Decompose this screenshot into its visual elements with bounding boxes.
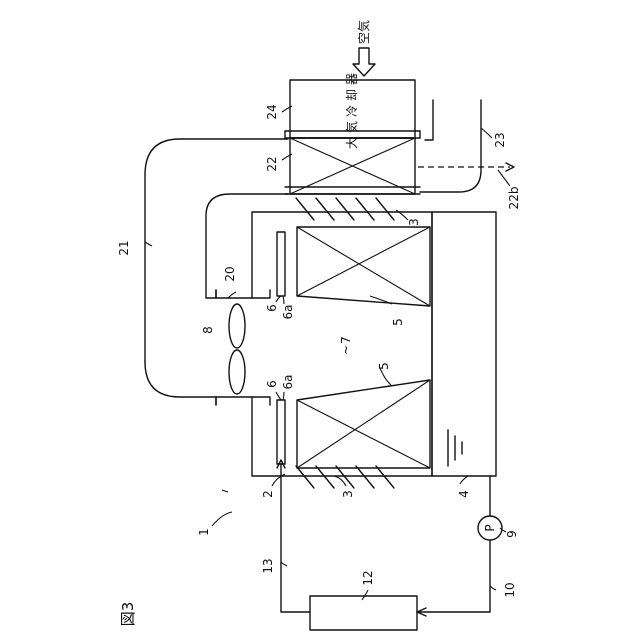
- callout-outlet-pipe-text: 23: [493, 132, 507, 147]
- cooler-label-text: 大気冷却器: [344, 69, 359, 149]
- callout-supply-pipe: 13: [261, 558, 275, 573]
- louver-top: [296, 198, 394, 220]
- callout-atmospheric-cooler-text: 24: [265, 104, 279, 119]
- callout-spray-bottom: 6: [265, 380, 279, 388]
- callout-outlet-text: 22b: [507, 187, 521, 210]
- callout-load-text: 12: [361, 570, 375, 585]
- callout-casing-text: 2: [261, 490, 275, 498]
- callout-casing: 2: [261, 490, 275, 498]
- callout-load: 12: [361, 570, 375, 585]
- outlet-dashed-flow: [418, 163, 514, 171]
- callout-spray-bottom-a-text: 6a: [281, 375, 295, 390]
- spray-top: [277, 232, 285, 296]
- callout-heat-exchanger: 22: [265, 156, 279, 171]
- callout-spray-top-a-text: 6a: [281, 305, 295, 320]
- callout-system-text: 1: [197, 528, 211, 536]
- callout-supply-pipe-text: 13: [261, 558, 275, 573]
- callout-louver-bottom-text: 3: [341, 490, 355, 498]
- callout-atmospheric-cooler: 24: [265, 104, 279, 119]
- fill-top: [297, 227, 430, 306]
- callout-system: 1: [197, 528, 211, 536]
- callout-pump-text: 9: [505, 530, 519, 538]
- spray-bottom: [277, 400, 285, 464]
- callout-fan-stack: 20: [223, 266, 237, 281]
- air-label-text: 空気: [356, 20, 371, 44]
- callout-return-pipe-text: 10: [503, 582, 517, 597]
- callout-heat-exchanger-text: 22: [265, 156, 279, 171]
- fan: [229, 304, 245, 394]
- callout-pump: 9: [505, 530, 519, 538]
- fill-bottom: [297, 380, 430, 468]
- outlet-pipe: [420, 100, 481, 192]
- callout-spray-top-text: 6: [265, 304, 279, 312]
- callout-interior-text: 7: [339, 336, 353, 344]
- load-box: [310, 596, 417, 630]
- callout-outlet-pipe: 23: [493, 132, 507, 147]
- callout-louver-top: 3: [407, 218, 421, 226]
- callout-return-pipe: 10: [503, 582, 517, 597]
- duct: [145, 139, 288, 405]
- water-level: [448, 430, 462, 466]
- callout-fill-bottom-text: 5: [377, 362, 391, 370]
- callout-spray-bottom-text: 6: [265, 380, 279, 388]
- supply-pipe: [277, 460, 310, 612]
- callout-louver-top-text: 3: [407, 218, 421, 226]
- callout-fan-stack-text: 20: [223, 266, 237, 281]
- cooler-label: 大気冷却器: [344, 69, 359, 149]
- pump-symbol-text: P: [483, 524, 497, 531]
- callout-spray-top: 6: [265, 304, 279, 312]
- callout-duct: 21: [117, 240, 131, 255]
- figure-label: 図3: [119, 602, 137, 627]
- callout-fill-top-text: 5: [391, 318, 405, 326]
- callout-louver-bottom: 3: [341, 490, 355, 498]
- interior-symbol-text: ~: [339, 345, 353, 355]
- pump-symbol: P: [483, 524, 497, 531]
- callout-outlet: 22b: [507, 187, 521, 210]
- callout-fill-top: 5: [391, 318, 405, 326]
- callout-basin: 4: [457, 490, 471, 498]
- interior-symbol: ~: [339, 345, 353, 355]
- callout-spray-bottom-a: 6a: [281, 375, 295, 390]
- callout-spray-top-a: 6a: [281, 305, 295, 320]
- figure-label-text: 図3: [119, 602, 137, 627]
- casing: [216, 212, 496, 476]
- callout-duct-text: 21: [117, 240, 131, 255]
- callout-fan: 8: [201, 326, 215, 334]
- air-label: 空気: [356, 20, 371, 44]
- leader-lines: [145, 106, 510, 600]
- callout-basin-text: 4: [457, 490, 471, 498]
- callout-fan-text: 8: [201, 326, 215, 334]
- return-pipe: [417, 476, 490, 616]
- callout-fill-bottom: 5: [377, 362, 391, 370]
- callout-interior: 7: [339, 336, 353, 344]
